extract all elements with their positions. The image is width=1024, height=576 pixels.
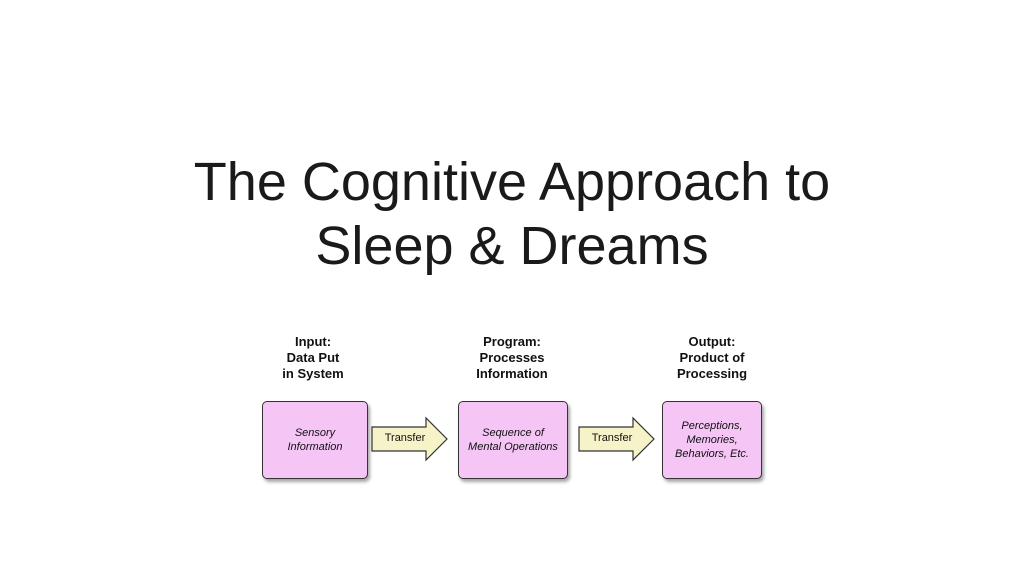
box-line: Sensory: [294, 427, 336, 439]
header-line: Data Put: [286, 350, 340, 365]
program-stage-header: Program: Processes Information: [437, 334, 587, 382]
transfer-arrow-1: Transfer: [370, 415, 450, 463]
sensory-information-box: Sensory Information: [262, 401, 368, 479]
header-line: Program:: [483, 334, 541, 349]
header-line: Processes: [479, 350, 545, 365]
header-line: Output:: [688, 334, 736, 349]
transfer-label: Transfer: [384, 432, 426, 444]
mental-operations-box: Sequence of Mental Operations: [458, 401, 568, 479]
box-line: Memories,: [686, 434, 738, 446]
transfer-arrow-2: Transfer: [577, 415, 657, 463]
box-line: Perceptions,: [681, 420, 743, 432]
arrow-icon: [371, 416, 448, 462]
header-line: Information: [476, 366, 548, 381]
header-line: in System: [282, 366, 344, 381]
output-stage-header: Output: Product of Processing: [637, 334, 787, 382]
title-line-2: Sleep & Dreams: [315, 216, 709, 276]
box-line: Behaviors, Etc.: [675, 448, 749, 460]
header-line: Product of: [679, 350, 745, 365]
box-line: Information: [287, 441, 343, 453]
output-products-box: Perceptions, Memories, Behaviors, Etc.: [662, 401, 762, 479]
header-line: Input:: [294, 334, 332, 349]
input-stage-header: Input: Data Put in System: [238, 334, 388, 382]
title-line-1: The Cognitive Approach to: [193, 152, 831, 212]
arrow-icon: [578, 416, 655, 462]
slide-title: The Cognitive Approach to Sleep & Dreams: [0, 150, 1024, 278]
box-line: Sequence of: [482, 427, 544, 439]
box-line: Mental Operations: [468, 441, 558, 453]
transfer-label: Transfer: [591, 432, 633, 444]
header-line: Processing: [676, 366, 748, 381]
